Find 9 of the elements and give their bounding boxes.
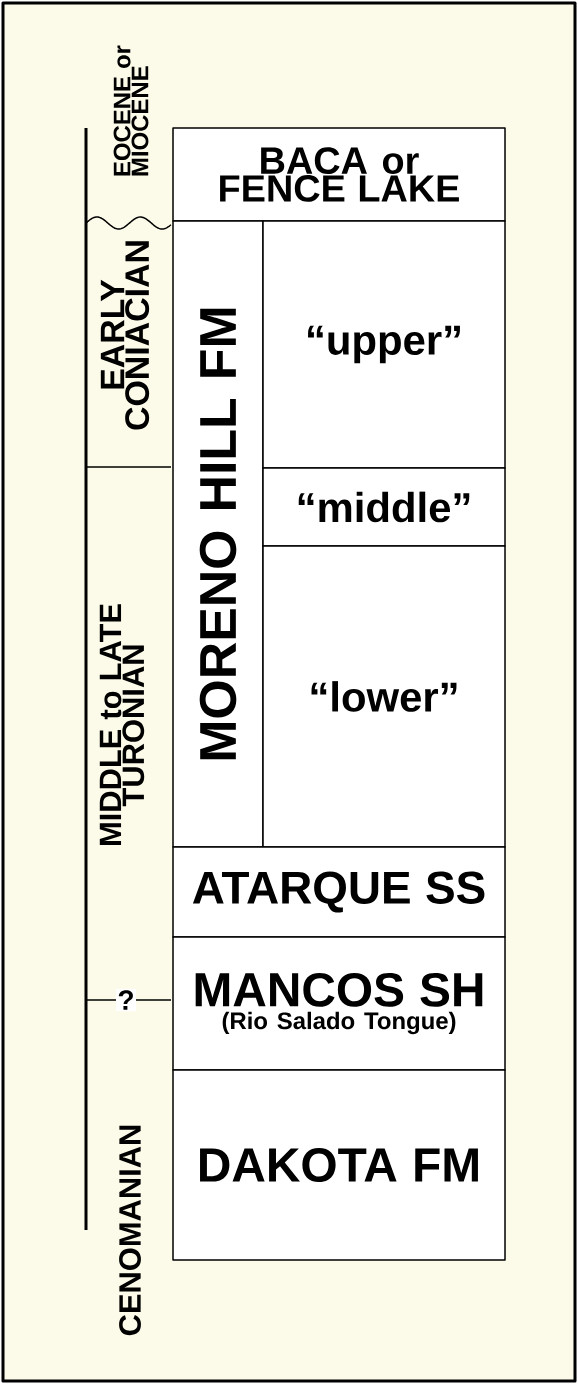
period-label: MIDDLE to LATE TURONIAN: [99, 604, 145, 845]
period-label: CENOMANIAN: [119, 1125, 141, 1336]
formation-box: MANCOS SH (Rio Salado Tongue): [172, 936, 506, 1071]
period-label: EARLY CONIACIAN: [100, 241, 150, 430]
formation-box: DAKOTA FM: [172, 1069, 506, 1261]
formation-box: BACA or FENCE LAKE: [172, 127, 506, 222]
period-label: EOCENE or MIOCENE: [113, 45, 149, 176]
formation-box: “middle”: [262, 467, 506, 547]
formation-box: ATARQUE SS: [172, 846, 506, 938]
